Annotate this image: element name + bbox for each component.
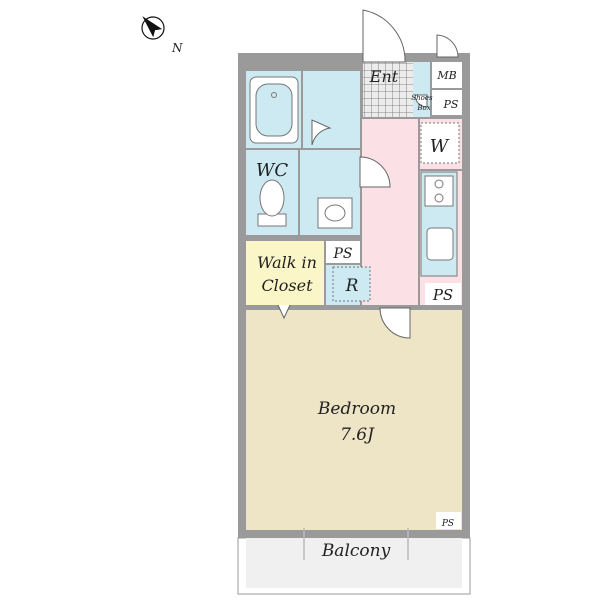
refrigerator-label: R <box>345 276 359 296</box>
ps-closet-box <box>326 241 360 263</box>
compass-needle-icon <box>142 16 163 38</box>
walk-in-closet <box>246 241 324 305</box>
bedroom-size-label: 7.6J <box>340 425 375 445</box>
ps-bedroom-box <box>436 512 461 529</box>
washer-label: W <box>430 136 450 157</box>
ps-closet-label: PS <box>332 246 352 262</box>
entrance-floor <box>363 62 413 117</box>
entrance-label: Ent <box>369 67 399 86</box>
shoes-box-label-2: Box <box>416 104 430 112</box>
ps-kitchen-label: PS <box>432 286 453 304</box>
ps-top-box <box>432 90 462 115</box>
balcony <box>246 538 462 588</box>
north-label: N <box>171 41 183 55</box>
toilet-bowl-icon <box>259 179 285 217</box>
walk-in-closet-label-2: Closet <box>261 276 313 295</box>
hallway <box>362 119 418 305</box>
washbasin-icon <box>317 197 353 229</box>
compass: N <box>141 16 183 55</box>
ps-top-label: PS <box>443 98 459 111</box>
meter-box-label: MB <box>436 69 456 82</box>
washer-pan <box>420 122 460 164</box>
meter-box <box>432 62 462 88</box>
shoes-box-label-1: Shoes <box>411 94 433 102</box>
ps-kitchen-box <box>425 283 461 305</box>
stove-icon <box>424 175 454 207</box>
wc-label: WC <box>256 160 289 181</box>
bedroom <box>246 310 462 530</box>
bedroom-label: Bedroom <box>317 399 396 419</box>
door-swings <box>277 9 459 339</box>
ps-bedroom-label: PS <box>441 519 454 529</box>
sink-icon <box>426 227 454 261</box>
balcony-label: Balcony <box>321 541 391 561</box>
refrigerator-outline <box>332 266 371 302</box>
walk-in-closet-label-1: Walk in <box>257 253 317 272</box>
